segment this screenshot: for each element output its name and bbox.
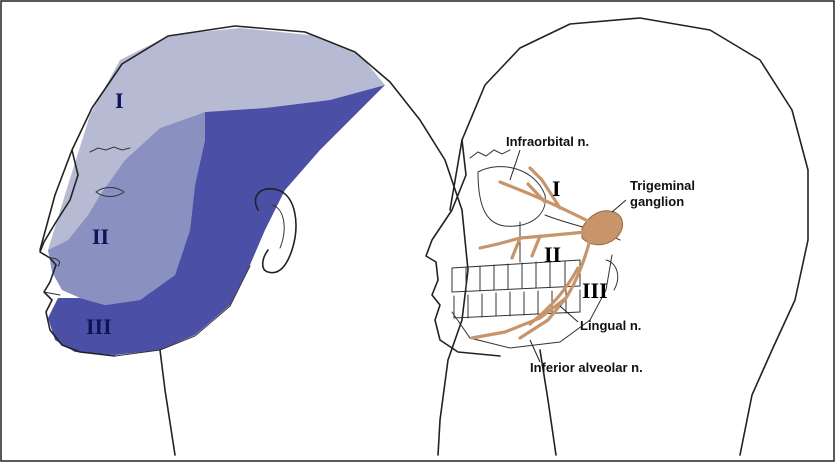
region-v3-label: III <box>86 314 112 339</box>
inferior-alveolar-label: Inferior alveolar n. <box>530 360 643 375</box>
trigeminal-label-line2: ganglion <box>630 194 684 209</box>
branch-v2-label: II <box>544 242 561 267</box>
branch-v1-label: I <box>552 176 561 201</box>
lingual-label: Lingual n. <box>580 318 641 333</box>
region-v1-label: I <box>115 88 124 113</box>
infraorbital-label: Infraorbital n. <box>506 134 589 149</box>
trigeminal-label-line1: Trigeminal <box>630 178 695 193</box>
region-v2-label: II <box>92 224 109 249</box>
branch-v3-label: III <box>582 278 608 303</box>
